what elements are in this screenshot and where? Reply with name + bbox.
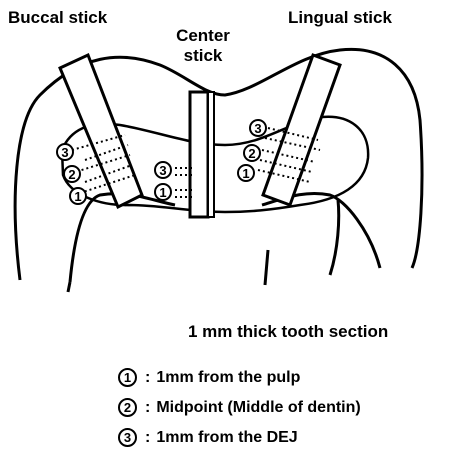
center-marker-1: 1 <box>155 184 171 200</box>
center-stick <box>190 92 208 217</box>
buccal-marker-1: 1 <box>70 188 86 204</box>
center-markers: 3 1 <box>155 162 171 200</box>
center-stick-label-line1: Center <box>168 26 238 46</box>
legend-marker-1: 1 <box>118 368 137 387</box>
legend-text-3: 1mm from the DEJ <box>156 429 297 447</box>
legend-marker-3: 3 <box>118 428 137 447</box>
svg-text:2: 2 <box>68 167 75 182</box>
lingual-markers: 3 2 1 <box>238 120 266 181</box>
center-marker-3: 3 <box>155 162 171 178</box>
buccal-markers: 3 2 1 <box>57 144 86 204</box>
svg-text:3: 3 <box>254 121 261 136</box>
legend-row-2: 2 : Midpoint (Middle of dentin) <box>118 398 361 417</box>
legend-text-1: 1mm from the pulp <box>156 369 300 387</box>
svg-text:1: 1 <box>242 166 249 181</box>
right-inner-root <box>265 250 268 285</box>
lingual-stick-label: Lingual stick <box>288 8 392 28</box>
legend-row-3: 3 : 1mm from the DEJ <box>118 428 298 447</box>
legend-row-1: 1 : 1mm from the pulp <box>118 368 300 387</box>
center-stick-inner <box>208 92 214 217</box>
lingual-marker-3: 3 <box>250 120 266 136</box>
right-root-outline <box>262 193 380 268</box>
lingual-marker-2: 2 <box>244 145 260 161</box>
legend-separator: : <box>145 369 150 387</box>
section-label: 1 mm thick tooth section <box>188 322 388 342</box>
buccal-stick <box>60 55 142 207</box>
legend-text-2: Midpoint (Middle of dentin) <box>156 399 360 417</box>
svg-text:3: 3 <box>159 163 166 178</box>
buccal-marker-2: 2 <box>64 166 80 182</box>
left-outer-root <box>68 282 70 292</box>
svg-text:1: 1 <box>74 189 81 204</box>
legend-separator: : <box>145 399 150 417</box>
center-stick-label-line2: stick <box>168 46 238 66</box>
buccal-stick-label: Buccal stick <box>8 8 107 28</box>
legend-separator: : <box>145 429 150 447</box>
svg-text:1: 1 <box>159 185 166 200</box>
svg-text:2: 2 <box>248 146 255 161</box>
svg-text:3: 3 <box>61 145 68 160</box>
buccal-marker-3: 3 <box>57 144 73 160</box>
legend-marker-2: 2 <box>118 398 137 417</box>
lingual-marker-1: 1 <box>238 165 254 181</box>
center-root-line <box>330 200 339 275</box>
